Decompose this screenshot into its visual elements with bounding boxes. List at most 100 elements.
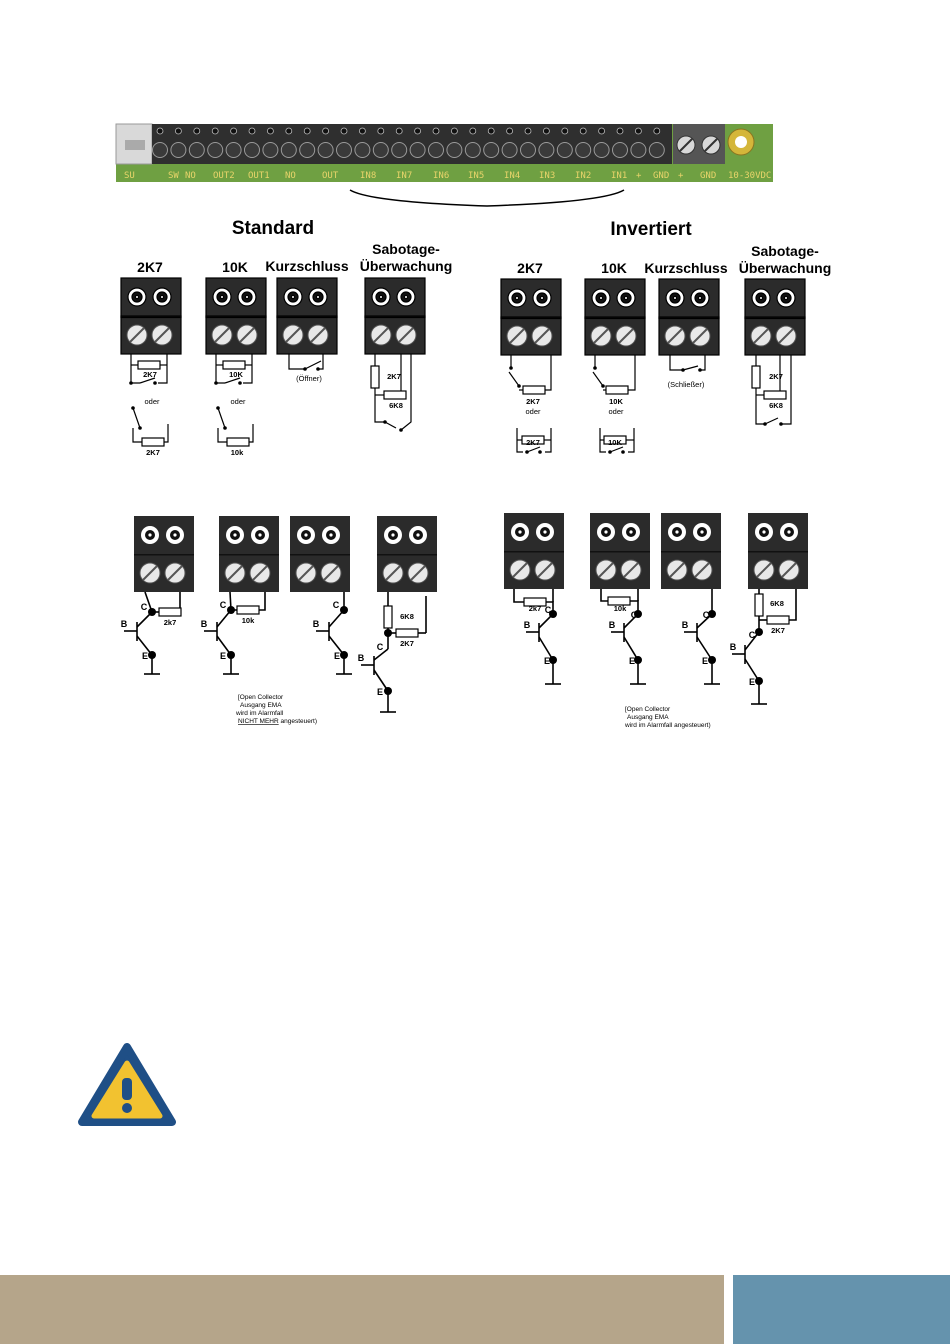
label-6k8-std-sab: 6K8 [389, 401, 403, 410]
strip-label: SU [124, 171, 135, 181]
strip-screw [391, 142, 408, 158]
label-c-8: C [749, 630, 756, 640]
label-e-3: E [334, 651, 340, 661]
header-sabotage-inv-2: Überwachung [739, 260, 832, 276]
strip-label: IN5 [468, 171, 484, 181]
strip-label: 10-30VDC [728, 171, 771, 181]
strip-label: IN6 [433, 171, 449, 181]
label-b-4: B [358, 653, 365, 663]
note-standard-line2: Ausgang EMA [240, 702, 282, 709]
strip-pin [543, 127, 550, 135]
invertiert-title: Invertiert [610, 219, 692, 240]
strip-pin [506, 127, 514, 135]
warning-triangle-icon [78, 1043, 176, 1126]
label-2k7-inv-a: 2K7 [526, 397, 540, 406]
label-e-2: E [220, 651, 226, 661]
note-standard-line4: NICHT MEHR angesteuert) [238, 718, 317, 725]
strip-screw [170, 142, 187, 158]
label-6k8-oc-std: 6K8 [400, 612, 414, 621]
strip-label: OUT1 [248, 171, 270, 181]
strip-pin [193, 127, 201, 135]
label-b-3: B [313, 619, 320, 629]
strip-screw [446, 142, 463, 158]
label-10k-inv-a: 10K [609, 397, 623, 406]
header-sabotage-std-1: Sabotage- [372, 241, 440, 257]
label-2k7-std-b: 2K7 [146, 448, 160, 457]
standard-title: Standard [232, 218, 314, 239]
note-standard-rest: angesteuert) [279, 718, 317, 725]
note-invertiert-line3: wird im Alarmfall angesteuert) [624, 722, 711, 729]
strip-screw [280, 142, 297, 158]
strip-pin [579, 127, 587, 135]
strip-screw [648, 142, 665, 158]
strip-screw [317, 142, 334, 158]
strip-screw [556, 142, 573, 158]
note-standard: [Open Collector Ausgang EMA wird im Alar… [235, 694, 317, 725]
strip-pin [303, 127, 311, 135]
strip-label: IN4 [504, 171, 520, 181]
strip-pin [358, 127, 366, 135]
strip-pin [469, 127, 477, 135]
header-10k-inv: 10K [601, 260, 627, 276]
strip-label: NO [185, 171, 196, 181]
strip-screw [409, 142, 426, 158]
strip-pin [174, 127, 182, 135]
strip-label: NO [285, 171, 296, 181]
label-6k8-oc-inv: 6K8 [770, 599, 784, 608]
label-e-4: E [377, 687, 383, 697]
header-10k-std: 10K [222, 259, 248, 275]
strip-screw [612, 142, 628, 158]
strip-label: OUT2 [213, 171, 235, 181]
label-oeffner: (Öffner) [296, 374, 322, 383]
strip-pin [266, 127, 274, 135]
label-schliesser: (Schließer) [668, 380, 705, 389]
label-2k7-std-sab: 2K7 [387, 372, 401, 381]
note-standard-emph: NICHT MEHR [238, 718, 279, 725]
strip-screw [225, 142, 242, 158]
strip-screw [538, 142, 555, 158]
strip-screw [207, 142, 224, 158]
label-e-7: E [702, 656, 708, 666]
label-c-2: C [220, 600, 227, 610]
strip-pin [635, 127, 642, 135]
strip-pin [432, 127, 440, 135]
terminal-blocks-row2 [133, 512, 809, 593]
label-2k7-inv-sab: 2K7 [769, 372, 783, 381]
strip-screw [354, 142, 371, 158]
strip-pin [377, 127, 385, 135]
wiring-row1 [130, 354, 792, 453]
label-c-7: C [703, 610, 710, 620]
label-2k7-oc-inv: 2k7 [529, 604, 542, 613]
header-kurzschluss-std: Kurzschluss [265, 258, 348, 274]
strip-label: IN7 [396, 171, 412, 181]
label-10k-oc-std: 10k [242, 616, 255, 625]
strip-pin [211, 127, 219, 135]
transistor-dots-row2 [148, 606, 763, 695]
strip-label: GND [700, 171, 716, 181]
note-standard-line3: wird im Alarmfall [235, 710, 284, 717]
strip-screw [575, 142, 592, 158]
strip-screw [501, 142, 518, 158]
strip-screw [372, 142, 389, 158]
label-2k7-oc-inv-sab: 2K7 [771, 626, 785, 635]
strip-screw [483, 142, 500, 158]
strip-pin [230, 127, 238, 135]
strip-pin [653, 127, 661, 135]
strip-screw [188, 142, 205, 158]
label-c-6: C [631, 610, 638, 620]
terminal-blocks-row1 [120, 277, 806, 356]
note-invertiert: [Open Collector Ausgang EMA wird im Alar… [624, 706, 711, 729]
strip-label: + [678, 171, 684, 181]
strip-pin [598, 127, 605, 135]
label-e-1: E [142, 651, 148, 661]
junction-dots-row1 [129, 366, 783, 454]
label-b-1: B [121, 619, 128, 629]
label-oder-inv-a: oder [525, 407, 541, 416]
strip-label: OUT [322, 171, 339, 181]
note-invertiert-line2: Ausgang EMA [627, 714, 669, 721]
label-c-4: C [377, 642, 384, 652]
header-sabotage-inv-1: Sabotage- [751, 243, 819, 259]
label-10k-std-a: 10K [229, 370, 243, 379]
